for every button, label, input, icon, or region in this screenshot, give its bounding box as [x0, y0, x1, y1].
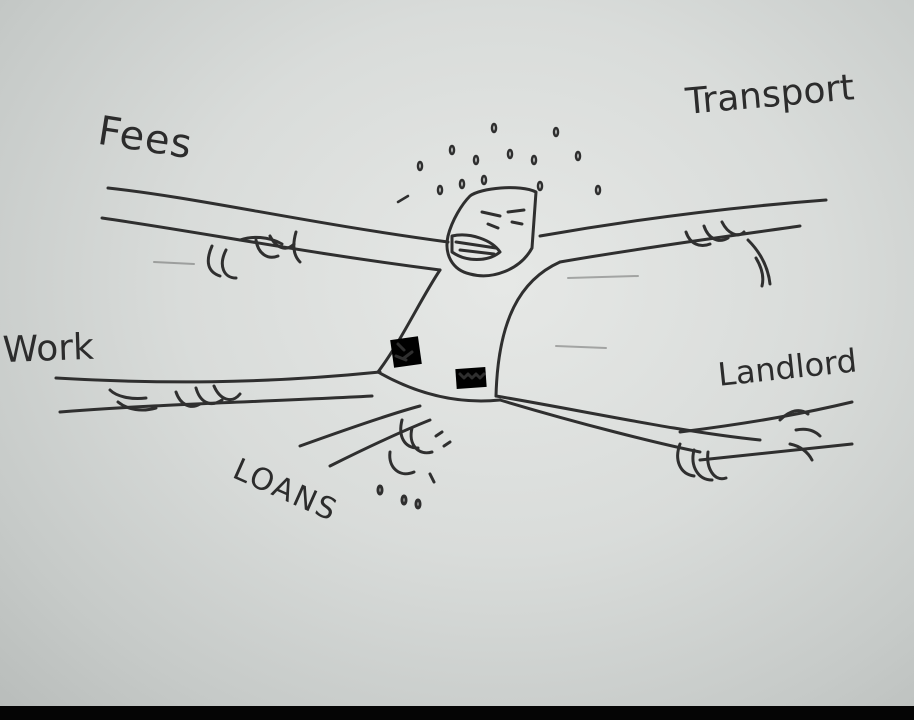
smudges	[153, 261, 639, 349]
work-arm	[54, 370, 382, 414]
label-work: Work	[2, 326, 95, 371]
loans-arm	[298, 404, 452, 510]
bottom-frame-bar	[0, 706, 914, 720]
transport-arm	[538, 198, 828, 288]
sweat-drops	[396, 122, 602, 204]
landlord-arm	[494, 394, 854, 482]
head	[445, 186, 538, 278]
body	[376, 260, 562, 403]
fees-arm	[100, 186, 450, 280]
